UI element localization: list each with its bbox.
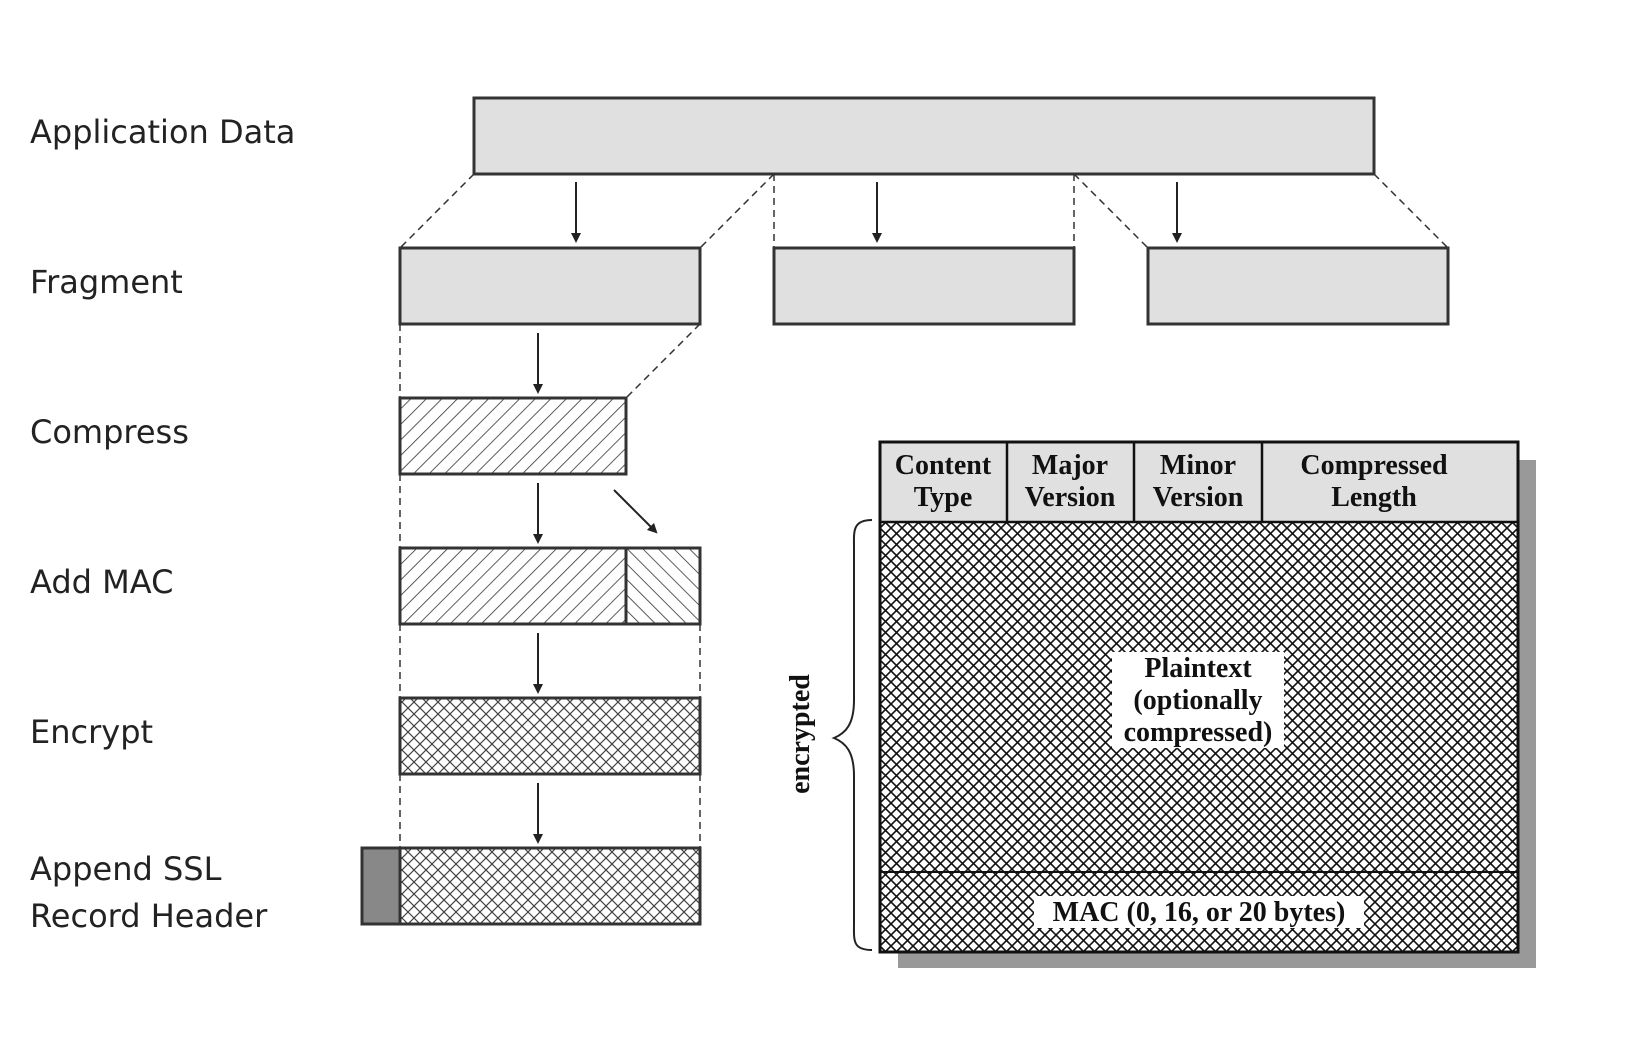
fragment-block-1 — [398, 246, 702, 326]
header-content-type-line1: Content — [895, 450, 992, 481]
fragment-block-3 — [1146, 246, 1450, 326]
header-major-version-line1: Major — [1032, 450, 1108, 481]
mac-label-bg — [1034, 896, 1364, 928]
compress-block — [398, 396, 628, 476]
add-mac-data-block — [398, 546, 628, 626]
header-compressed-length-line1: Compressed — [1300, 450, 1448, 481]
label-append-ssl-line1: Append SSL — [30, 850, 222, 888]
header-minor-version-line1: Minor — [1160, 450, 1236, 481]
label-encrypt: Encrypt — [30, 713, 153, 751]
record-header-row — [880, 442, 1518, 522]
label-add-mac: Add MAC — [30, 563, 173, 601]
plaintext-label-bg — [1112, 652, 1284, 748]
record-header-dividers — [880, 442, 1518, 524]
ssl-payload-block — [398, 846, 702, 926]
fragment-split-lines — [399, 173, 1449, 249]
add-mac-mac-block — [624, 546, 702, 626]
label-fragment: Fragment — [30, 263, 183, 301]
vertical-guide-lines — [399, 474, 701, 848]
header-compressed-length-line2: Length — [1331, 482, 1417, 513]
encrypted-label: encrypted — [785, 674, 816, 794]
record-outline — [878, 440, 1520, 954]
application-data-block — [472, 96, 1376, 176]
compress-guide-lines — [399, 323, 701, 399]
encrypted-brace — [831, 519, 873, 951]
mac-label: MAC (0, 16, or 20 bytes) — [1053, 897, 1346, 928]
plaintext-line3: compressed) — [1124, 717, 1273, 748]
fragment-arrows — [571, 182, 1182, 243]
ssl-header-block — [360, 846, 402, 926]
arrow-to-mac — [613, 489, 658, 534]
fragment-block-2 — [772, 246, 1076, 326]
label-append-ssl-line2: Record Header — [30, 897, 268, 935]
plaintext-line2: (optionally — [1133, 685, 1262, 716]
label-compress: Compress — [30, 413, 189, 451]
label-application-data: Application Data — [30, 113, 295, 151]
plaintext-line1: Plaintext — [1144, 653, 1252, 684]
header-major-version-line2: Version — [1025, 482, 1116, 513]
encrypt-block — [398, 696, 702, 776]
header-minor-version-line2: Version — [1153, 482, 1244, 513]
header-content-type-line2: Type — [914, 482, 973, 513]
